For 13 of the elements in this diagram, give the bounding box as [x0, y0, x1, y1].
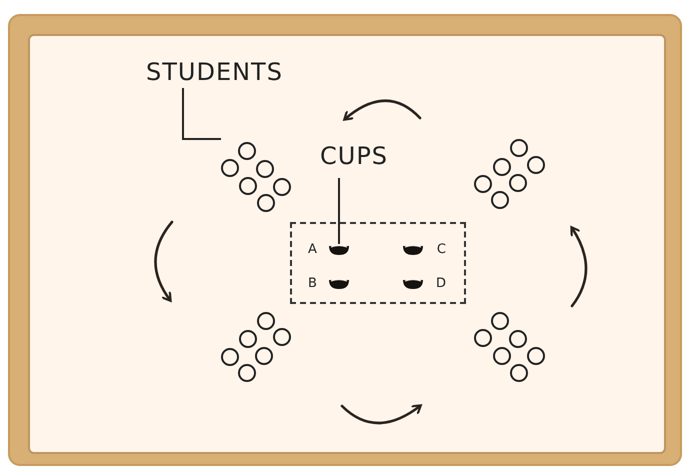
leader-line — [182, 88, 221, 140]
student-circle-group — [221, 139, 293, 213]
student-circle-group — [474, 139, 546, 209]
student-circle-group — [474, 312, 546, 382]
callout-label: STUDENTS — [146, 60, 300, 84]
student-circle-group — [221, 312, 293, 382]
letter-label: D — [436, 277, 446, 290]
letter-label: B — [308, 277, 317, 290]
letter-label: C — [436, 243, 446, 256]
letter-label: A — [308, 243, 317, 256]
leader-line — [338, 178, 340, 244]
callout-label: CUPS — [320, 144, 398, 168]
dashed-area — [290, 222, 466, 304]
